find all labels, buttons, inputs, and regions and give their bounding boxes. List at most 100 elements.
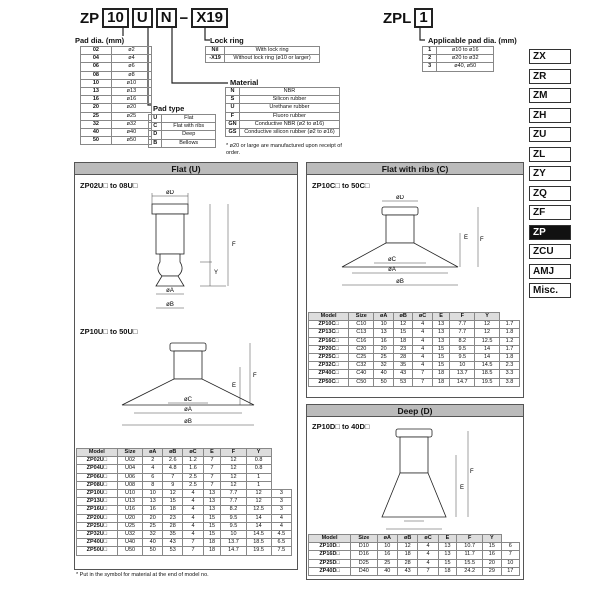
sidebar-tab-zy[interactable]: ZY xyxy=(529,166,571,181)
table-cell: ø50 xyxy=(110,136,153,146)
applicable-label: Applicable pad dia. (mm) xyxy=(428,36,517,45)
table-cell: ZP25C□ xyxy=(307,353,350,363)
table-cell: ø4 xyxy=(110,54,153,64)
table-cell: 50 xyxy=(80,136,112,146)
table-cell: 1.2 xyxy=(182,456,204,466)
table-cell: 53 xyxy=(162,546,184,556)
sidebar-tab-misc[interactable]: Misc. xyxy=(529,283,571,298)
column-header: øA xyxy=(142,447,164,458)
sidebar-tab-zm[interactable]: ZM xyxy=(529,88,571,103)
table-cell: 3 xyxy=(270,489,293,499)
table-cell: ZP20C□ xyxy=(307,344,350,355)
column-header: øA xyxy=(376,533,398,544)
table-cell: ZP06U□ xyxy=(76,472,118,482)
table-cell: 25 xyxy=(376,558,398,568)
table-cell: B xyxy=(147,138,163,148)
table-cell: 4 xyxy=(142,464,164,474)
table-cell: 16 xyxy=(376,550,398,560)
table-cell: 13 xyxy=(142,497,164,507)
table-cell: ZP02U□ xyxy=(76,456,118,466)
code-prefix: ZP xyxy=(80,9,100,27)
table-cell: ø2 xyxy=(110,45,153,56)
table-cell: 13.7 xyxy=(449,369,476,379)
table-cell: 10 xyxy=(373,320,394,330)
sidebar-tab-zcu[interactable]: ZCU xyxy=(529,244,571,259)
table-cell: 7 xyxy=(417,566,439,577)
column-header: øB xyxy=(396,533,419,544)
column-header: F xyxy=(456,533,484,544)
table-cell: Deep xyxy=(161,130,216,140)
ribs-dim-f: F xyxy=(480,237,484,243)
column-header: Size xyxy=(116,447,144,458)
table-cell: 1 xyxy=(421,45,438,56)
table-cell: 14.5 xyxy=(245,530,272,540)
table-cell: 25 xyxy=(142,521,164,532)
table-cell: 8.2 xyxy=(449,336,476,346)
table-cell: 50 xyxy=(142,546,164,556)
table-cell: 10 xyxy=(220,530,247,540)
sidebar-tab-amj[interactable]: AMJ xyxy=(529,263,571,279)
table-cell: U02 xyxy=(116,456,144,466)
deep-sub: ZP10D□ to 40D□ xyxy=(312,422,370,431)
column-header: Model xyxy=(76,447,118,458)
sidebar-tab-zh[interactable]: ZH xyxy=(529,107,571,123)
table-cell: 12 xyxy=(245,489,272,499)
table-cell: C10 xyxy=(348,320,375,330)
column-header: F xyxy=(220,447,247,458)
table-cell: 20 xyxy=(80,103,112,113)
table-cell: 12 xyxy=(220,480,247,491)
table-cell: ZP20U□ xyxy=(76,513,118,523)
table-cell: U32 xyxy=(116,530,144,540)
table-cell: 28 xyxy=(392,353,414,363)
flat-small-dim-f: F xyxy=(232,242,236,248)
table-cell: NBR xyxy=(238,86,341,97)
column-header: øA xyxy=(373,311,394,322)
table-cell: 15 xyxy=(392,328,414,338)
ribs-dim-c: øC xyxy=(388,257,397,263)
ribs-dim-e: E xyxy=(464,235,468,241)
table-cell: ZP13C□ xyxy=(307,328,350,338)
sidebar-tab-zl[interactable]: ZL xyxy=(529,146,571,162)
table-cell: 7 xyxy=(412,369,433,379)
table-cell: 7 xyxy=(162,472,184,482)
sidebar-tab-zf[interactable]: ZF xyxy=(529,205,571,220)
table-cell: U10 xyxy=(116,489,144,499)
sidebar-tab-zu[interactable]: ZU xyxy=(529,127,571,142)
flat-sub2: ZP10U□ to 50U□ xyxy=(80,327,138,336)
column-header: øB xyxy=(162,447,184,458)
table-cell: 20 xyxy=(142,513,164,523)
sidebar-tab-zr[interactable]: ZR xyxy=(529,68,571,84)
table-cell: ø32 xyxy=(110,119,153,130)
sidebar-tab-zx[interactable]: ZX xyxy=(529,49,571,64)
table-cell: 12 xyxy=(474,328,500,338)
table-cell: 11.7 xyxy=(456,550,484,560)
table-cell: 50 xyxy=(373,377,394,387)
sidebar-tab-zq[interactable]: ZQ xyxy=(529,185,571,201)
table-cell: ø25 xyxy=(110,111,153,121)
sidebar-tab-zp[interactable]: ZP xyxy=(529,224,571,240)
table-cell: 4 xyxy=(412,320,433,330)
table-cell: ZP16D□ xyxy=(307,550,352,560)
table-cell: ø10 to ø16 xyxy=(436,45,494,56)
deep-panel: Deep (D) xyxy=(306,404,524,580)
table-cell: 10 xyxy=(449,361,476,371)
table-cell: 9.5 xyxy=(449,353,476,363)
table-cell: 4 xyxy=(182,489,204,499)
